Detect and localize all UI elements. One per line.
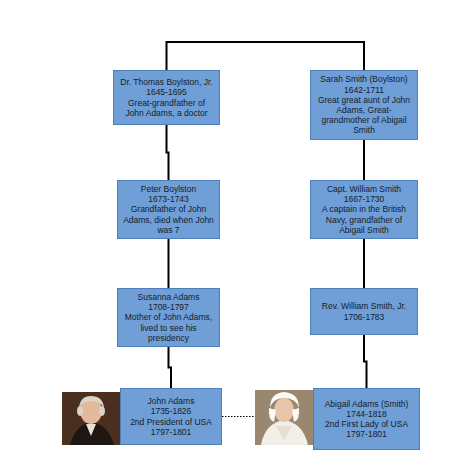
abigail-adams-portrait [255,390,313,445]
person-detail: 2nd First Lady of USA [318,419,415,429]
person-box: Capt. William Smith1667-1730A captain in… [310,180,418,239]
person-detail: 1744-1818 [318,409,415,419]
person-box: Peter Boylston1673-1743Grandfather of Jo… [117,180,220,239]
person-name: Rev. William Smith, Jr. [315,301,413,311]
person-detail: 1797-1801 [125,427,217,437]
lineage-line [364,335,367,388]
person-box: Rev. William Smith, Jr.1706-1783 [310,288,418,335]
john-adams-portrait [62,392,120,445]
person-detail: 1645-1695 [118,87,215,97]
person-box: John Adams1735-18262nd President of USA1… [120,388,222,445]
person-name: Abigail Adams (Smith) [318,399,415,409]
lineage-line [363,140,365,180]
lineage-line [167,125,169,180]
person-box: Sarah Smith (Boylston)1642-1711Great gre… [310,70,418,140]
person-detail: A captain in the British Navy, grandfath… [315,204,413,235]
person-detail: 1706-1783 [315,312,413,322]
person-detail: 1797-1801 [318,429,415,439]
lineage-line [167,42,365,70]
person-box: Abigail Adams (Smith)1744-18182nd First … [313,388,420,450]
person-box: Susanna Adams1708-1797Mother of John Ada… [117,288,220,347]
person-detail: 2nd President of USA [125,417,217,427]
person-detail: 1708-1797 [122,302,215,312]
person-name: Dr. Thomas Boylston, Jr. [118,77,215,87]
person-detail: Mother of John Adams, lived to see his p… [122,312,215,343]
person-name: Capt. William Smith [315,184,413,194]
lineage-line [168,239,170,288]
person-detail: Great-grandfather of John Adams, a docto… [118,98,215,118]
person-detail: Great great aunt of John Adams, Great-gr… [315,95,413,136]
person-detail: 1642-1711 [315,85,413,95]
lineage-line [169,347,172,388]
person-name: Sarah Smith (Boylston) [315,74,413,84]
person-name: John Adams [125,396,217,406]
lineage-line [363,239,365,288]
person-name: Peter Boylston [122,184,215,194]
person-box: Dr. Thomas Boylston, Jr.1645-1695Great-g… [113,70,220,125]
person-detail: 1667-1730 [315,194,413,204]
person-detail: 1735-1826 [125,406,217,416]
person-detail: Grandfather of John Adams, died when Joh… [122,204,215,235]
person-name: Susanna Adams [122,292,215,302]
person-detail: 1673-1743 [122,194,215,204]
